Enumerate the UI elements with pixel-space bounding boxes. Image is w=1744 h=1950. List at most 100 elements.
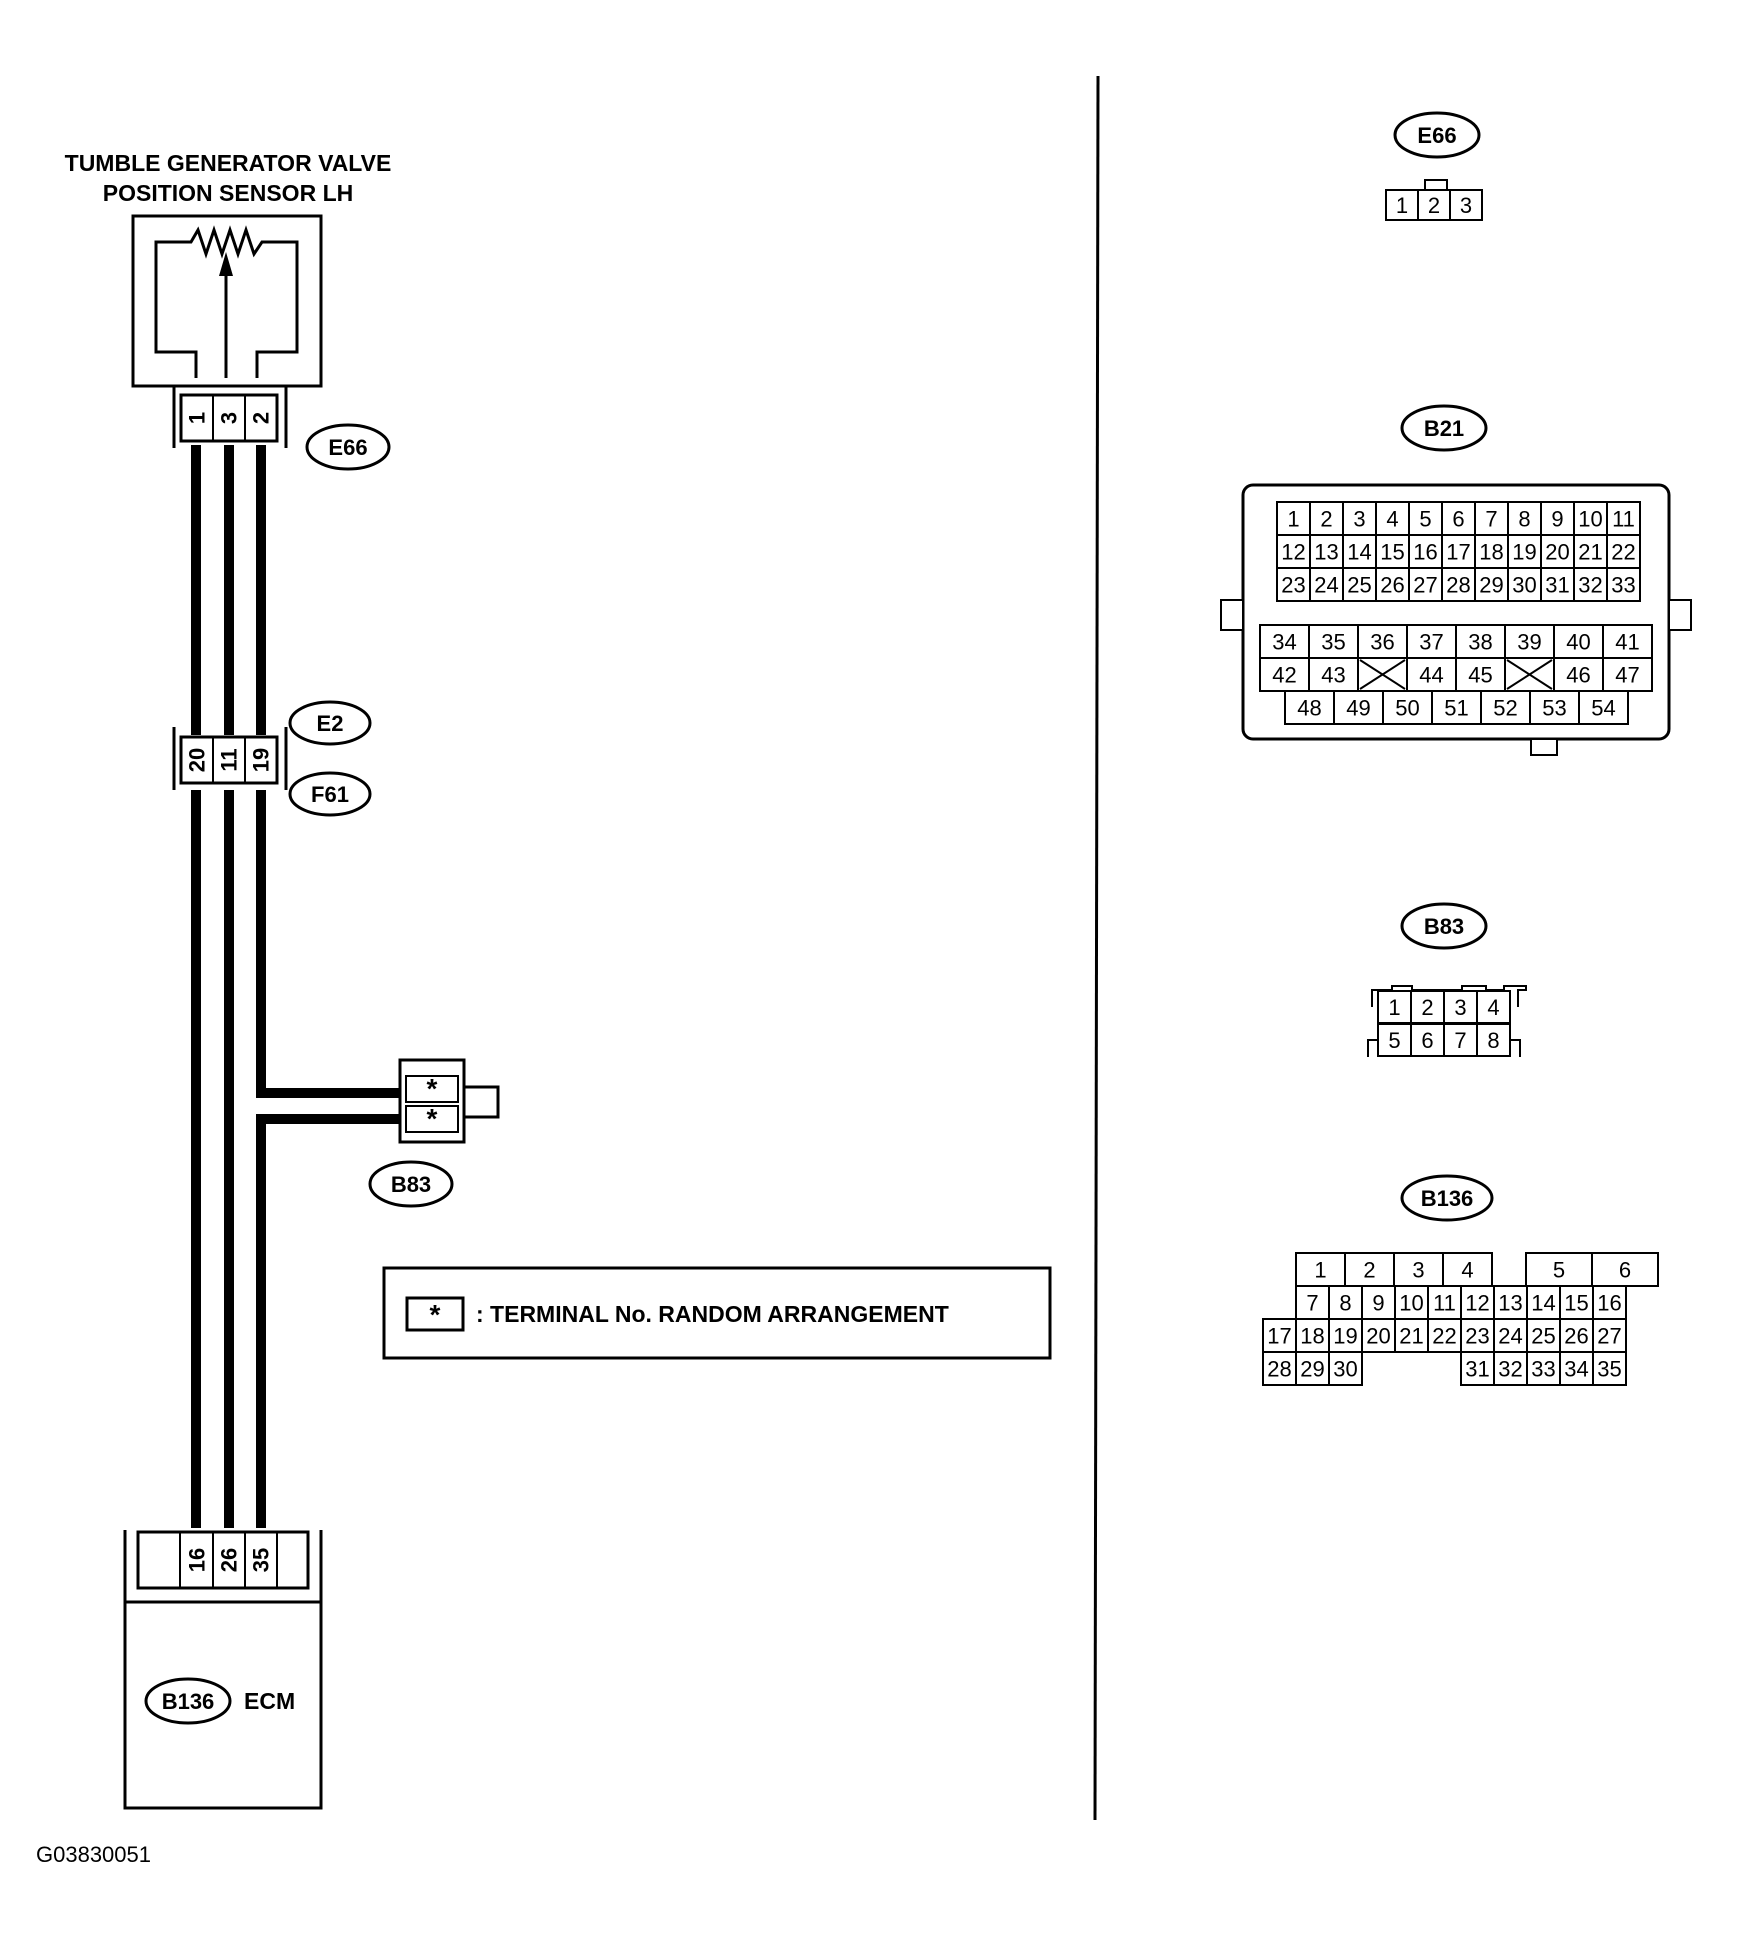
e66-face-label: E66 [1417,123,1456,148]
e66-pin-2-box [1417,189,1451,221]
b136-pin-33: 33 [1531,1357,1555,1382]
b136-pin-16: 16 [1597,1291,1621,1316]
b136-pin-8: 8 [1339,1291,1351,1316]
svg-text:E66: E66 [328,435,367,460]
b136-face-label: B136 [1421,1186,1474,1211]
b83-pin-2: 2 [1421,995,1433,1020]
b21-pin-30-box [1507,567,1542,602]
b136-pin-26: 26 [1564,1324,1588,1349]
b83-badge: B83 [368,1160,454,1208]
b136-pin-11: 11 [1433,1291,1456,1316]
b136-pin-7: 7 [1306,1291,1318,1316]
b136-pin-18: 18 [1300,1324,1324,1349]
b21-pin-35: 35 [1321,630,1345,655]
b21-pin-27-box [1408,567,1443,602]
b83-top-outline [1371,985,1527,1007]
b136-pin-27: 27 [1597,1324,1621,1349]
b136-pin-28: 28 [1267,1357,1291,1382]
e66-key [1424,179,1448,191]
b21-pin-23-box [1276,567,1311,602]
b21-pin-2: 2 [1320,507,1332,532]
svg-text:E2: E2 [317,711,344,736]
b83-pin-5: 5 [1388,1028,1400,1053]
b136-pin-26-box [1559,1318,1594,1353]
b21-pin-39: 39 [1517,630,1541,655]
svg-text:B83: B83 [391,1172,431,1197]
e66-pin-3-box [1449,189,1483,221]
b136-pin-12: 12 [1465,1291,1489,1316]
e66-pin-1: 1 [1396,193,1408,218]
b136-pin-10: 10 [1399,1291,1423,1316]
b21-pin-42: 42 [1272,663,1296,688]
b136-pin-8-box [1328,1285,1363,1320]
b21-pin-32-box [1573,567,1608,602]
b21-pin-44: 44 [1419,663,1443,688]
arrow-head [219,252,233,276]
b21-pin-31: 31 [1545,573,1569,598]
b21-pin-15: 15 [1380,540,1404,565]
b21-pin-47-box [1602,657,1653,692]
b21-pin-13: 13 [1314,540,1338,565]
b21-pin-29: 29 [1479,573,1503,598]
b21-pin-17: 17 [1446,540,1470,565]
sensor-pin-3: 3 [217,412,242,424]
e66-pin-3: 3 [1460,193,1472,218]
b136-pin-29: 29 [1300,1357,1324,1382]
b21-pin-53: 53 [1542,696,1566,721]
b21-pin-50-box [1382,690,1433,725]
b21-pin-27: 27 [1413,573,1437,598]
b21-pin-33: 33 [1611,573,1635,598]
b21-pin-39-box [1504,624,1555,659]
b21-pin-51-box [1431,690,1482,725]
b83-pin-4: 4 [1487,995,1499,1020]
b136-pin-6-box [1591,1252,1659,1287]
b21-pin-15-box [1375,534,1410,569]
b136-pin-19: 19 [1333,1324,1357,1349]
b21-pin-36-box [1357,624,1408,659]
b83-pin-b: * [427,1103,438,1134]
b21-pin-12-box [1276,534,1311,569]
b21-pin-12: 12 [1281,540,1305,565]
b21-pin-24: 24 [1314,573,1338,598]
b136-pin-20: 20 [1366,1324,1390,1349]
b136-pin-27-box [1592,1318,1627,1353]
legend-text: : TERMINAL No. RANDOM ARRANGEMENT [476,1301,949,1327]
svg-text:F61: F61 [311,782,349,807]
b21-pin-34-box [1259,624,1310,659]
sensor-pin-2: 2 [249,412,274,424]
sensor-body [131,214,323,388]
b136-pin-25: 25 [1531,1324,1555,1349]
b21-pin-14: 14 [1347,540,1371,565]
b21-pin-11-box [1606,501,1641,536]
b21-pin-40: 40 [1566,630,1590,655]
e2-badge: E2 [288,700,372,746]
b21-pin-11: 11 [1612,507,1635,532]
divider-line [1093,75,1100,1821]
b21-pin-52: 52 [1493,696,1517,721]
ecm-connector-badge: B136 [162,1689,215,1714]
b21-pin-37-box [1406,624,1457,659]
b136-pin-23-box [1460,1318,1495,1353]
b21-pin-16: 16 [1413,540,1437,565]
b21-pin-6: 6 [1452,507,1464,532]
b83-pin-8: 8 [1487,1028,1499,1053]
b21-pin-43: 43 [1321,663,1345,688]
b21-pin-22: 22 [1611,540,1635,565]
b136-pin-1: 1 [1314,1258,1326,1283]
b21-pin-25: 25 [1347,573,1371,598]
b83-pin-1: 1 [1388,995,1400,1020]
sensor-connector: 1 3 2 [172,387,288,448]
b21-pin-23: 23 [1281,573,1305,598]
b21-pin-19: 19 [1512,540,1536,565]
b136-pin-18-box [1295,1318,1330,1353]
b136-pin-17: 17 [1267,1324,1291,1349]
b136-pin-5-box [1525,1252,1593,1287]
b21-pin-25-box [1342,567,1377,602]
b21-face-label-ellipse [1400,404,1488,452]
b21-pin-34: 34 [1272,630,1296,655]
b21-pin-5: 5 [1419,507,1431,532]
b136-pin-4: 4 [1461,1258,1473,1283]
wire-19-b83 [256,790,402,1098]
b21-pin-54: 54 [1591,696,1615,721]
